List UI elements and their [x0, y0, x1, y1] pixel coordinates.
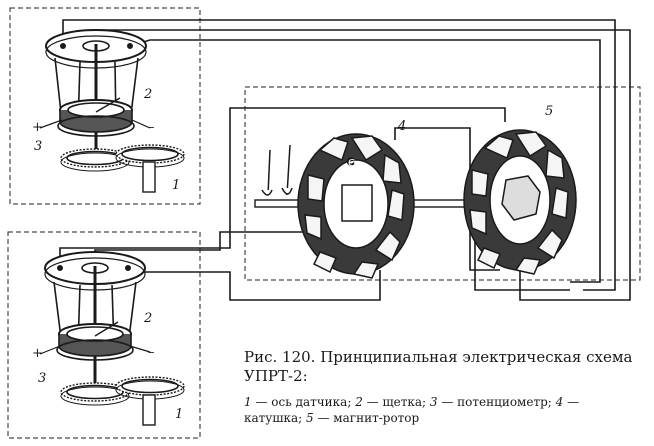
caption-line-1: Рис. 120. Принципиальная электрическая с… [244, 348, 633, 366]
label-2-top: 2 [143, 87, 152, 102]
legend-num-5: 5 [306, 411, 314, 425]
legend-text-1: — ось датчика; [252, 395, 356, 409]
bottom-gears [60, 376, 185, 406]
receiver-enclosure [244, 86, 641, 281]
legend-num-4: 4 [555, 395, 564, 409]
label-4: 4 [397, 119, 406, 134]
part-labels: 2 3 1 + – 2 3 1 + – 4 5 С Ю С Ю [32, 87, 553, 422]
legend-text-4: — [563, 395, 579, 409]
legend-text-3: — потенциометр; [438, 395, 556, 409]
dashed-enclosures [7, 7, 641, 439]
pole-north-left: С [348, 158, 355, 169]
legend-text-2: — щетка; [363, 395, 430, 409]
pole-north-right: С [508, 158, 515, 169]
right-coil [463, 129, 577, 275]
label-2-bottom: 2 [143, 311, 152, 326]
legend-line-2: катушка; 5 — магнит-ротор [244, 411, 420, 425]
label-5: 5 [545, 104, 553, 119]
legend-num-3: 3 [430, 395, 438, 409]
indicator-pointers [261, 144, 293, 196]
top-sensor [39, 29, 185, 193]
svg-text:С: С [347, 157, 354, 168]
label-3-top: 3 [34, 139, 42, 154]
legend-text-5: катушка; [244, 411, 306, 425]
top-gears [60, 144, 185, 172]
label-1-bottom: 1 [175, 407, 183, 422]
label-minus-bottom: – [148, 345, 155, 360]
legend-num-2: 2 [354, 395, 363, 409]
top-sensor-enclosure [9, 7, 201, 205]
pole-south-left: Ю [352, 236, 363, 247]
magnet-rotor [501, 175, 541, 221]
legend-line-1: 1 — ось датчика; 2 — щетка; 3 — потенцио… [244, 395, 579, 409]
caption-line-2: УПРТ-2: [244, 367, 308, 385]
legend-num-1: 1 [244, 395, 252, 409]
label-1-top: 1 [172, 178, 180, 193]
label-plus-bottom: + [32, 346, 43, 361]
label-3-bottom: 3 [38, 371, 46, 386]
left-coil: С [297, 133, 415, 279]
label-minus-top: – [148, 120, 155, 135]
label-plus-top: + [32, 120, 43, 135]
bottom-sensor-enclosure [7, 231, 201, 439]
bottom-sensor [39, 251, 185, 426]
pole-south-right: Ю [514, 228, 525, 239]
figure-caption: Рис. 120. Принципиальная электрическая с… [244, 348, 633, 425]
legend-text-6: — магнит-ротор [314, 411, 420, 425]
